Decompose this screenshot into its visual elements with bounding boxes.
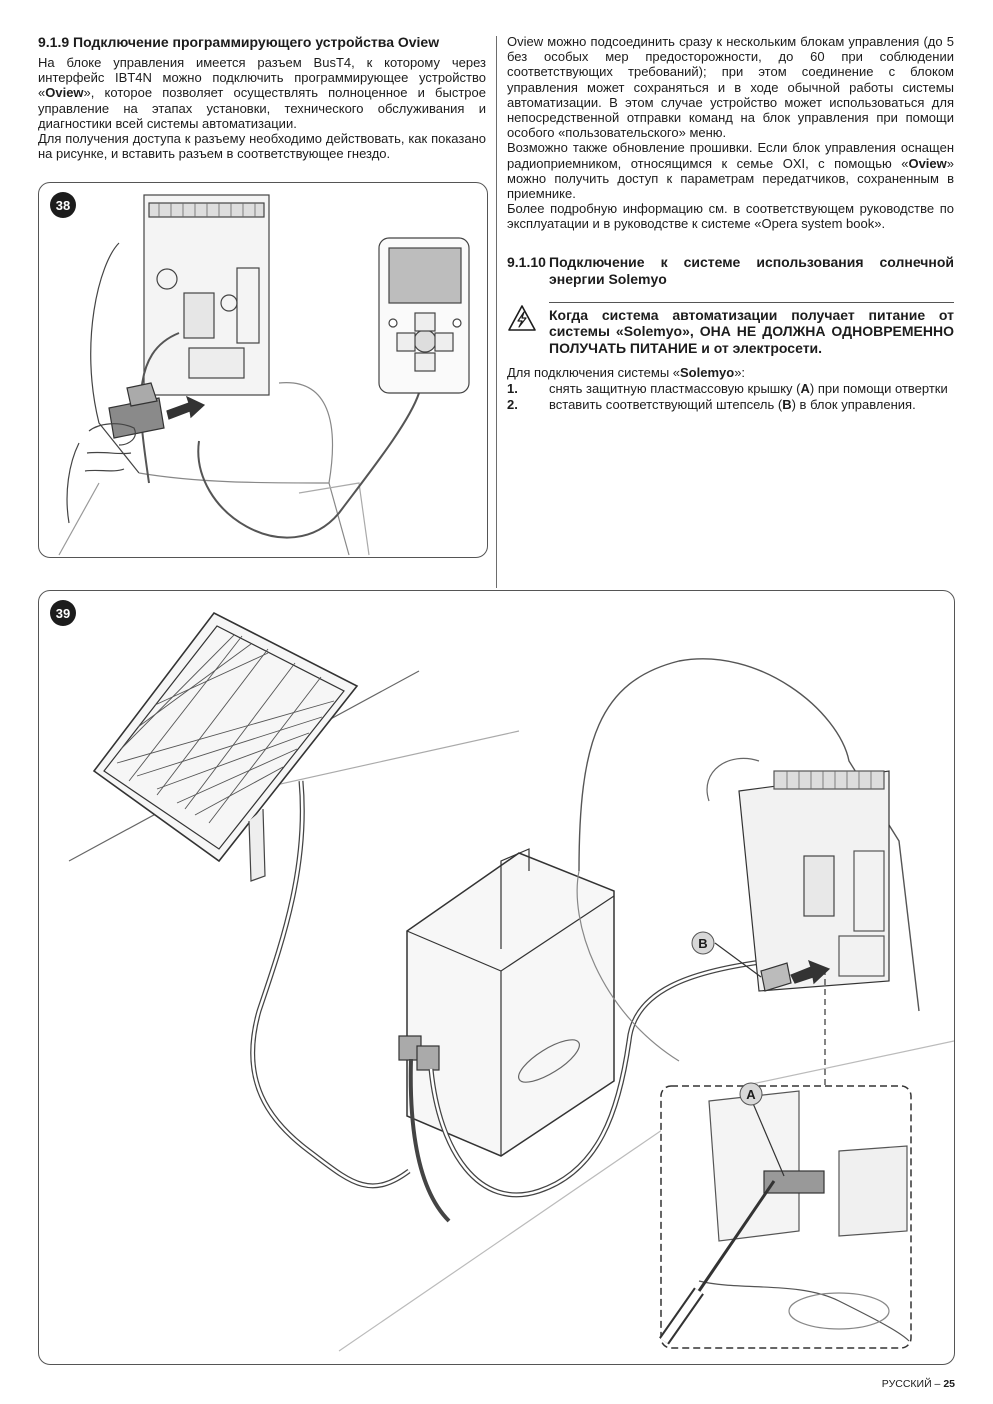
callout-a-label: A [746, 1087, 756, 1102]
section-heading-oview: 9.1.9 Подключение программирующего устро… [38, 34, 440, 50]
oview-paragraph-1: На блоке управления имеется разъем BusT4… [38, 55, 486, 131]
oview-paragraph-5: Более подробную информацию см. в соответ… [507, 201, 954, 232]
column-divider [496, 36, 497, 588]
figure-number-badge [50, 600, 76, 626]
page-footer: РУССКИЙ – 25 [881, 1378, 955, 1390]
right-column: Oview можно подсоединить сразу к несколь… [507, 34, 954, 412]
figure-38-number: 38 [56, 198, 70, 213]
figure-38-illustration: 38 [50, 192, 470, 556]
page-number: 25 [943, 1378, 955, 1390]
list-item: 1. снять защитную пластмассовую крышку (… [507, 381, 948, 397]
callout-b-badge [691, 931, 715, 955]
oview-paragraph-3: Oview можно подсоединить сразу к несколь… [507, 34, 954, 141]
callout-b-label: B [698, 936, 707, 951]
figure-39: 39 B A [38, 590, 955, 1365]
warning-block: Когда система автоматизации получает пит… [507, 301, 954, 357]
section-title: Подключение к системе использования солн… [549, 253, 954, 287]
oview-paragraph-4: Возможно также обновление прошивки. Если… [507, 140, 954, 202]
section-number: 9.1.10 [507, 253, 546, 270]
figure-39-illustration: 39 B A [50, 600, 954, 1352]
high-voltage-warning-icon [507, 302, 549, 357]
figure-38: 38 [38, 182, 488, 558]
section-heading-solemyo: 9.1.10 Подключение к системе использован… [507, 254, 954, 288]
figure-39-number: 39 [56, 606, 70, 621]
left-column: 9.1.9 Подключение программирующего устро… [38, 34, 486, 161]
figure-number-badge [50, 192, 76, 218]
steps-list: 1. снять защитную пластмассовую крышку (… [507, 381, 954, 411]
oview-paragraph-2: Для получения доступа к разъему необходи… [38, 131, 486, 162]
list-item: 2. вставить соответствующий штепсель (B)… [507, 396, 916, 412]
callout-a-badge [739, 1082, 763, 1106]
warning-text: Когда система автоматизации получает пит… [549, 301, 954, 357]
solemyo-intro: Для подключения системы «Solemyo»: [507, 365, 746, 381]
footer-language: РУССКИЙ [881, 1378, 932, 1390]
